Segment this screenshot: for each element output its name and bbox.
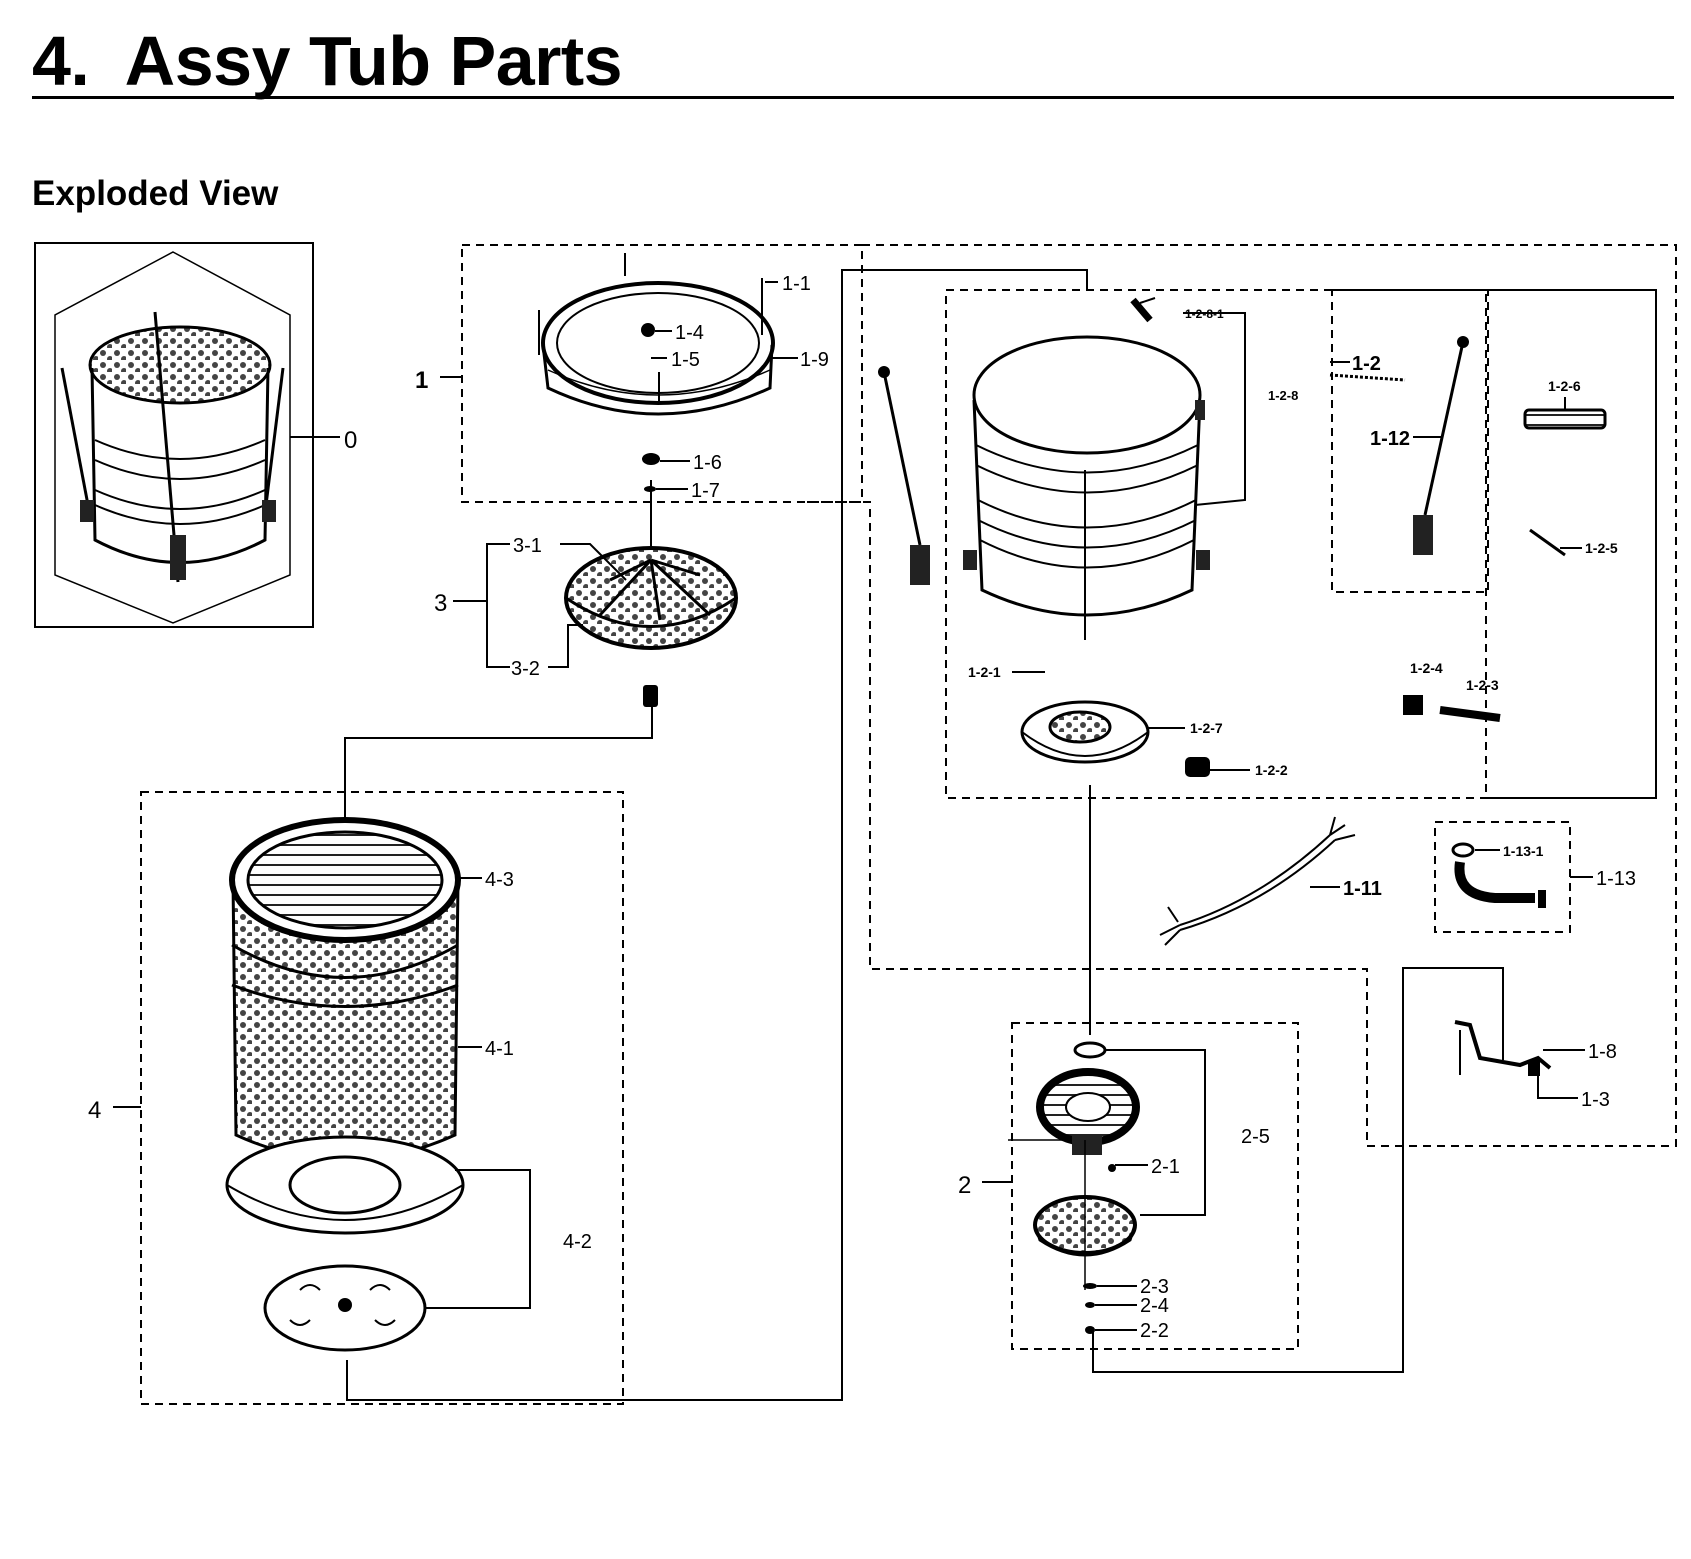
page-title: 4. Assy Tub Parts <box>32 22 623 100</box>
callout-4-1: 4-1 <box>485 1038 514 1060</box>
group-box-1-2-right <box>1485 289 1657 799</box>
connector-tub-to-wash-motor <box>346 269 1088 1401</box>
bearing-housing <box>1020 700 1150 764</box>
title-underline <box>32 96 1674 99</box>
group-box-2 <box>1011 1022 1299 1350</box>
callout-1: 1 <box>415 367 428 394</box>
basket-assembly <box>225 817 465 1352</box>
callout-2: 2 <box>958 1172 971 1199</box>
callout-3-2: 3-2 <box>511 658 540 680</box>
callout-2-1: 2-1 <box>1151 1156 1180 1178</box>
outer-tub <box>963 335 1210 640</box>
callout-1-11: 1-11 <box>1343 878 1382 900</box>
callout-2-2: 2-2 <box>1140 1320 1169 1342</box>
group-box-1-top <box>461 244 863 503</box>
callout-2-4: 2-4 <box>1140 1295 1169 1317</box>
callout-1-5: 1-5 <box>671 349 700 371</box>
callout-1-2: 1-2 <box>1352 353 1381 375</box>
wire-harness <box>1159 816 1356 946</box>
callout-1-13: 1-13 <box>1596 868 1636 890</box>
callout-4-2: 4-2 <box>563 1231 592 1253</box>
leader-4-2 <box>425 1169 531 1309</box>
assembled-tub-reference <box>34 242 340 628</box>
tub-cover-ring <box>538 253 775 492</box>
callout-1-7: 1-7 <box>691 480 720 502</box>
callout-1-2-8: 1-2-8 <box>1268 388 1298 403</box>
callout-1-13-1: 1-13-1 <box>1503 843 1544 859</box>
callout-1-1: 1-1 <box>782 273 811 295</box>
section-subtitle: Exploded View <box>32 174 279 213</box>
callout-2-5: 2-5 <box>1241 1126 1270 1148</box>
drain-bracket <box>1454 1020 1552 1076</box>
callout-3-1: 3-1 <box>513 535 542 557</box>
callout-1-2-7: 1-2-7 <box>1190 720 1223 736</box>
callout-4: 4 <box>88 1097 101 1124</box>
leader-3-bracket <box>486 543 510 668</box>
callout-1-2-2: 1-2-2 <box>1255 762 1288 778</box>
callout-4-3: 4-3 <box>485 869 514 891</box>
group-box-1-outline <box>800 244 1677 1147</box>
leader-3-1 <box>560 543 627 581</box>
callout-2-3: 2-3 <box>1140 1276 1169 1298</box>
callout-1-4: 1-4 <box>675 322 704 344</box>
callout-1-2-8-1: 1-2-8-1 <box>1185 307 1224 321</box>
suspension-rods <box>878 336 1469 585</box>
callout-1-9: 1-9 <box>800 349 829 371</box>
leader-1-2-8-1 <box>1183 312 1246 506</box>
callout-1-2-5: 1-2-5 <box>1585 540 1618 556</box>
callout-1-12: 1-12 <box>1370 428 1410 450</box>
leader-2-5 <box>1105 1049 1206 1216</box>
group-box-1-2-inner <box>1331 289 1489 593</box>
callout-0: 0 <box>344 427 357 454</box>
leader-1-3 <box>1537 1075 1578 1099</box>
callout-1-6: 1-6 <box>693 452 722 474</box>
callout-1-2-6: 1-2-6 <box>1548 378 1581 394</box>
drain-hose <box>1451 842 1546 908</box>
callout-1-2-1: 1-2-1 <box>968 664 1001 680</box>
connector-pulsator-to-basket <box>344 700 653 880</box>
callout-1-8: 1-8 <box>1588 1041 1617 1063</box>
group-box-1-2 <box>945 289 1657 799</box>
connector-motor-to-bracket <box>1092 967 1504 1373</box>
motor-assembly <box>1008 1041 1140 1334</box>
callout-3: 3 <box>434 590 447 617</box>
leader-3-2 <box>548 624 583 668</box>
group-box-4 <box>140 791 624 1405</box>
pulsator-assembly <box>564 546 738 707</box>
callout-1-3: 1-3 <box>1581 1089 1610 1111</box>
callout-1-2-4: 1-2-4 <box>1410 660 1443 676</box>
callout-1-2-3: 1-2-3 <box>1466 677 1499 693</box>
